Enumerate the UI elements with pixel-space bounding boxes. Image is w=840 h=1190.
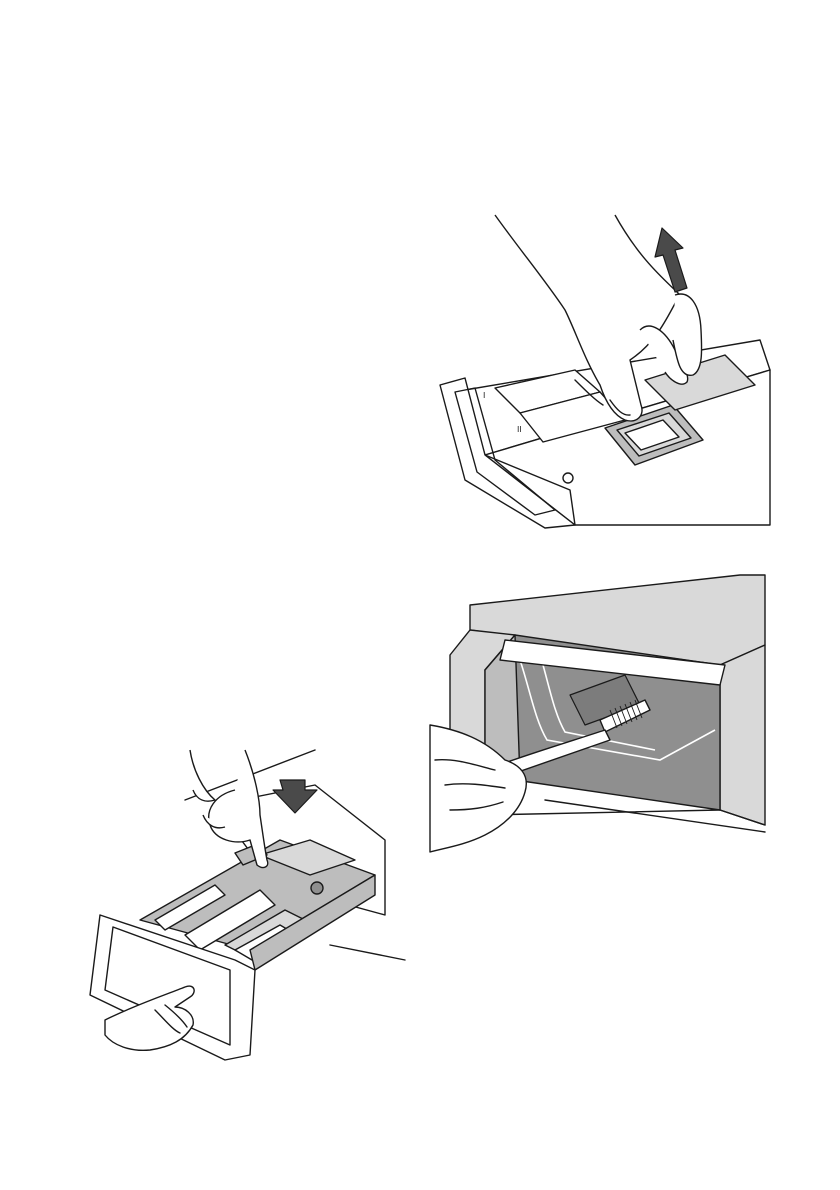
compartment-1-marker: I <box>483 391 485 400</box>
figure-press-down <box>85 745 405 1065</box>
figure-remove-insert: I II <box>425 210 770 530</box>
compartment-2-marker: II <box>517 425 522 434</box>
drawer-latch-icon <box>563 473 573 483</box>
figure-brush-recess <box>425 570 770 860</box>
drain-hole-icon <box>311 882 323 894</box>
hand-pressing-insert <box>190 750 268 867</box>
remove-insert-illustration: I II <box>425 210 770 530</box>
press-down-illustration <box>85 745 405 1065</box>
brush-recess-illustration <box>425 570 770 860</box>
